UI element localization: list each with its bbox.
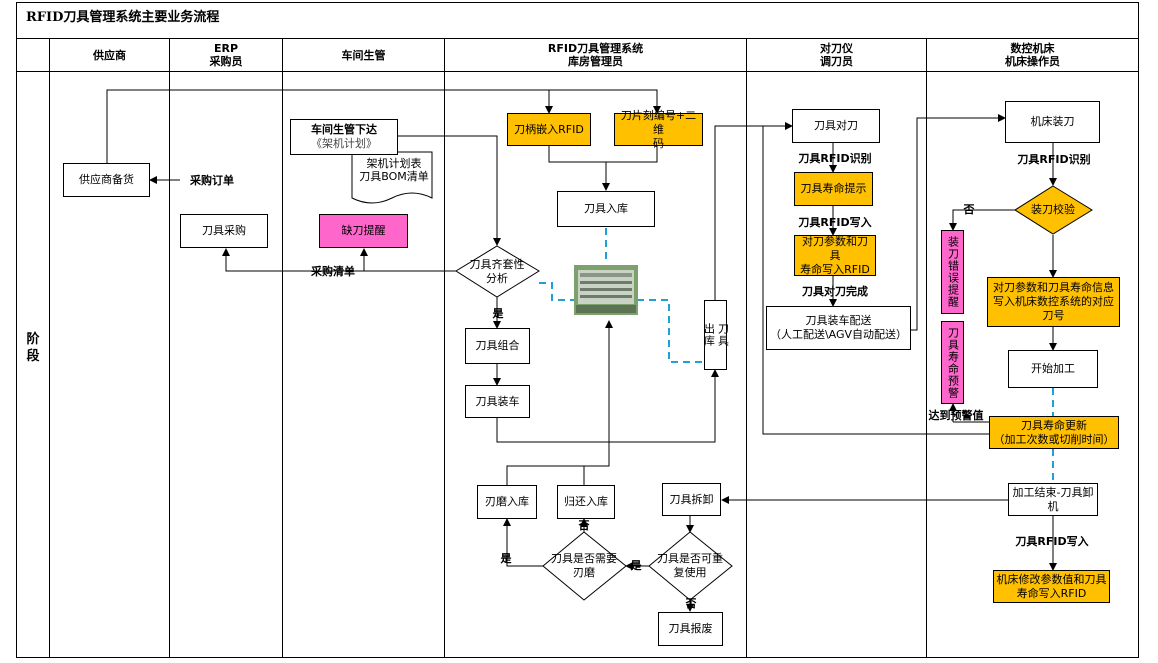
lane-header-workshop: 车间生管: [341, 48, 386, 62]
node-start-machining: 开始加工: [1008, 350, 1098, 388]
node-regrind-inbound: 刃磨入库: [477, 485, 537, 519]
node-tool-disassemble: 刀具拆卸: [662, 483, 721, 516]
node-write-params: 对刀参数和刀具 寿命写入RFID: [794, 235, 876, 276]
reusable-diamond: [648, 531, 733, 601]
document-shape: [351, 151, 433, 204]
node-tool-loading: 刀具装车: [465, 385, 530, 418]
connector-lines: [106, 89, 1057, 612]
label-rfid-write-2: 刀具RFID写入: [1015, 534, 1089, 548]
node-supplier-stock: 供应商备货: [63, 163, 150, 197]
lane-header-presetter: 对刀仪 调刀员: [820, 42, 853, 68]
doc-plan-text: 架机计划表 刀具BOM清单: [359, 157, 429, 183]
label-rfid-write-1: 刀具RFID写入: [798, 215, 872, 229]
lane-header-cnc: 数控机床 机床操作员: [1005, 42, 1060, 68]
node-blade-code: 刀片刻编号+二维 码: [614, 109, 703, 150]
node-install-error: 装刀错误提醒: [941, 230, 964, 314]
dashed-dataflow: [539, 228, 1054, 483]
label-purchase-order: 采购订单: [190, 173, 234, 187]
page-title: RFID刀具管理系统主要业务流程: [26, 10, 220, 25]
lane-header-supplier: 供应商: [93, 48, 126, 62]
node-workshop-issue: 车间生管下达 《架机计划》: [290, 119, 398, 155]
label-yes-kit: 是: [492, 306, 504, 320]
node-life-warning: 刀具寿命预警: [941, 321, 964, 404]
node-tool-assembly: 刀具组合: [465, 328, 530, 364]
node-machine-write: 机床修改参数值和刀具 寿命写入RFID: [993, 570, 1110, 603]
label-yes-reuse: 是: [630, 558, 642, 572]
node-tool-scrap: 刀具报废: [658, 612, 723, 646]
lane-header-warehouse: RFID刀具管理系统 库房管理员: [547, 42, 644, 68]
node-write-cnc: 对刀参数和刀具寿命信息 写入机床数控系统的对应 刀号: [987, 277, 1120, 327]
warehouse-rack-image: [574, 265, 638, 315]
node-tool-preset: 刀具对刀: [792, 109, 880, 143]
node-life-update: 刀具寿命更新 （加工次数或切削时间）: [989, 416, 1119, 449]
node-handle-rfid: 刀柄嵌入RFID: [507, 113, 591, 146]
kit-analysis-diamond: [455, 245, 540, 298]
node-end-unload: 加工结束-刀具卸 机: [1008, 483, 1098, 516]
label-purchase-list: 采购清单: [311, 264, 355, 278]
node-tool-outbound: 刀具 出库: [703, 300, 730, 370]
node-need-regrind: 刀具是否需要 刃磨: [551, 552, 617, 579]
node-shortage-alert: 缺刀提醒: [319, 214, 408, 248]
stage-label: 阶 段: [26, 332, 40, 364]
label-preset-done: 刀具对刀完成: [802, 284, 868, 298]
node-machine-install: 机床装刀: [1005, 101, 1100, 143]
label-no-reuse: 否: [685, 596, 697, 610]
label-yes-regrind: 是: [500, 551, 512, 565]
node-install-check: 装刀校验: [1031, 203, 1075, 216]
node-life-prompt: 刀具寿命提示: [794, 172, 873, 206]
install-check-diamond: [1014, 185, 1093, 235]
frame-lines: [16, 2, 1139, 658]
label-reach-warning: 达到预警值: [928, 408, 984, 422]
node-reusable: 刀具是否可重 复使用: [657, 552, 723, 579]
label-no-check: 否: [963, 202, 975, 216]
node-delivery: 刀具装车配送 （人工配送\AGV自动配送）: [766, 306, 911, 350]
need-regrind-diamond: [542, 531, 627, 601]
workshop-issue-title: 车间生管下达: [311, 123, 377, 136]
label-rfid-identify-2: 刀具RFID识别: [1017, 152, 1091, 166]
workshop-issue-sub: 《架机计划》: [311, 137, 377, 150]
label-no-regrind: 否: [578, 518, 590, 532]
decision-shapes: [455, 185, 1093, 601]
node-tool-purchase: 刀具采购: [180, 214, 268, 248]
node-return-inbound: 归还入库: [557, 485, 615, 519]
node-kit-analysis: 刀具齐套性 分析: [469, 258, 525, 285]
lane-header-erp: ERP 采购员: [209, 42, 243, 68]
node-tool-inbound: 刀具入库: [557, 191, 655, 227]
label-rfid-identify-1: 刀具RFID识别: [798, 151, 872, 165]
